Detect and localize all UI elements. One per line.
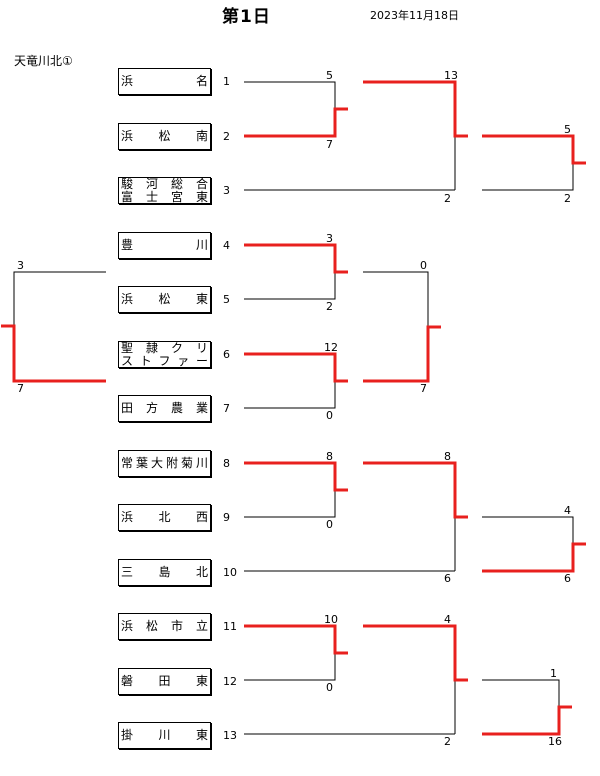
- score-m2-bottom: 2: [444, 192, 451, 205]
- score-m10-bottom: 6: [564, 572, 571, 585]
- team-name: 田方農業: [121, 401, 208, 415]
- team-name: 磐 田 東: [121, 674, 208, 688]
- team-box: 常葉大附菊川: [118, 450, 211, 477]
- seed-number: 12: [223, 675, 237, 688]
- team-name: 浜 北 西: [121, 510, 208, 524]
- score-m8-bottom: 0: [326, 518, 333, 531]
- team-name: 駿河総合: [121, 176, 208, 191]
- score-m6-top: 0: [420, 259, 427, 272]
- team-name: 浜 松 南: [121, 129, 208, 143]
- seed-number: 10: [223, 566, 237, 579]
- team-box: 田方農業: [118, 395, 211, 422]
- score-m11-top: 10: [324, 613, 338, 626]
- score-m12-bottom: 2: [444, 735, 451, 748]
- team-name: 三 島 北: [121, 565, 208, 579]
- seed-number: 4: [223, 239, 230, 252]
- team-name: 聖隷クリ: [121, 340, 208, 355]
- seed-number: 9: [223, 511, 230, 524]
- seed-number: 11: [223, 620, 237, 633]
- score-m6-bottom: 7: [420, 382, 427, 395]
- team-box: 三 島 北: [118, 559, 211, 586]
- score-m13-top: 1: [550, 667, 557, 680]
- score-m10-top: 4: [564, 504, 571, 517]
- seed-number: 5: [223, 293, 230, 306]
- seed-number: 3: [223, 184, 230, 197]
- seed-number: 1: [223, 75, 230, 88]
- top-left-team: 天竜川北①: [14, 54, 73, 68]
- score-m11-bottom: 0: [326, 681, 333, 694]
- team-box: 浜松市立: [118, 613, 211, 640]
- team-name: 浜松市立: [121, 619, 208, 633]
- team-name: 浜 松 東: [121, 292, 208, 306]
- team-name: 掛 川 東: [121, 728, 208, 742]
- team-name: 富士宮東: [121, 189, 208, 204]
- score-m2-top: 13: [444, 69, 458, 82]
- score-m5-bottom: 0: [326, 409, 333, 422]
- score-m3-bottom: 2: [564, 192, 571, 205]
- event-date: 2023年11月18日: [370, 9, 459, 22]
- score-m7-bottom: 7: [17, 382, 24, 395]
- page-title: 第1日: [222, 7, 271, 27]
- team-name: 常葉大附菊川: [121, 456, 208, 470]
- score-m4-top: 3: [326, 232, 333, 245]
- score-m9-top: 8: [444, 450, 451, 463]
- score-m8-top: 8: [326, 450, 333, 463]
- score-m13-bottom: 16: [548, 735, 562, 748]
- score-m12-top: 4: [444, 613, 451, 626]
- seed-number: 8: [223, 457, 230, 470]
- team-name: ストファー: [121, 353, 208, 368]
- team-box: 駿河総合富士宮東: [118, 177, 211, 204]
- team-box: 聖隷クリストファー: [118, 341, 211, 368]
- team-box: 浜 松 東: [118, 286, 211, 313]
- team-box: 浜 名: [118, 68, 211, 95]
- score-m1-top: 5: [326, 69, 333, 82]
- team-box: 掛 川 東: [118, 722, 211, 749]
- score-m4-bottom: 2: [326, 300, 333, 313]
- score-m3-top: 5: [564, 123, 571, 136]
- score-m7-top: 3: [17, 259, 24, 272]
- team-box: 磐 田 東: [118, 668, 211, 695]
- score-labels: 5 7 13 2 5 2 3 2 12 0 0 7 3 7 8 0 8 6 4 …: [17, 69, 571, 748]
- score-m5-top: 12: [324, 341, 338, 354]
- score-m9-bottom: 6: [444, 572, 451, 585]
- team-box: 浜 北 西: [118, 504, 211, 531]
- score-m1-bottom: 7: [326, 138, 333, 151]
- seed-number: 13: [223, 729, 237, 742]
- team-name: 浜 名: [121, 74, 208, 88]
- team-box: 浜 松 南: [118, 123, 211, 150]
- seed-number: 2: [223, 130, 230, 143]
- team-box: 豊 川: [118, 232, 211, 259]
- seed-number: 6: [223, 348, 230, 361]
- team-name: 豊 川: [121, 238, 208, 252]
- seed-number: 7: [223, 402, 230, 415]
